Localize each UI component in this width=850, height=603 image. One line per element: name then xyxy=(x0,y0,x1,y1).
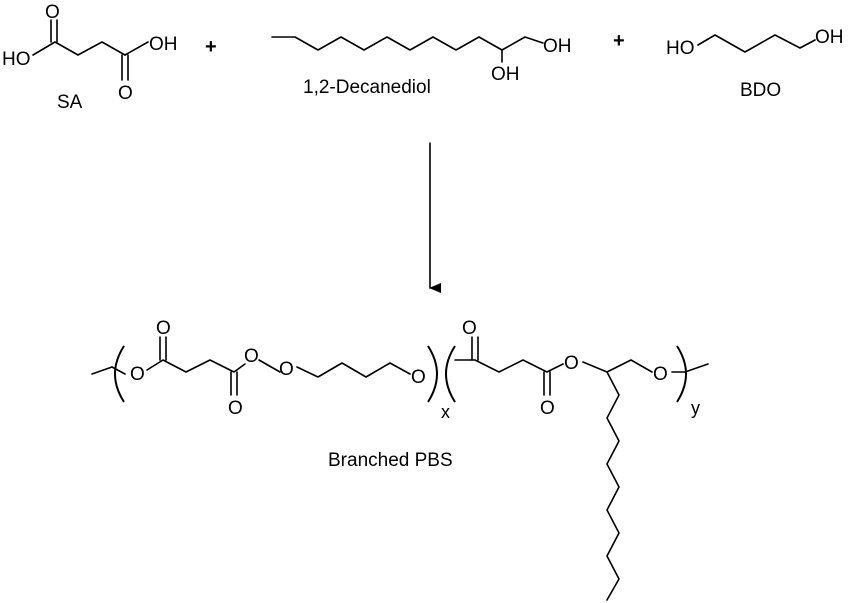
pbs-unit-y-carbonyl-oxygen-1: O xyxy=(462,318,477,339)
pbs-bracket-x-close xyxy=(427,345,438,403)
pbs-right-end-bond xyxy=(671,363,709,373)
pbs-unit-x-oxygen-4: O xyxy=(411,367,426,388)
pbs-left-end-bond xyxy=(91,366,113,375)
plus-sign-1: + xyxy=(205,36,217,58)
sa-hydroxyl-right: OH xyxy=(149,34,178,55)
product-label: Branched PBS xyxy=(328,450,453,471)
pbs-unit-y-oxygen-1: O xyxy=(564,353,579,374)
sa-hydroxyl-left: HO xyxy=(2,49,31,70)
pbs-octyl-side-chain xyxy=(606,371,620,601)
pbs-unit-x-carbonyl-2 xyxy=(230,371,238,396)
plus-sign-2: + xyxy=(613,30,625,52)
pbs-bracket-x-open xyxy=(114,345,125,403)
pbs-bracket-y-close xyxy=(676,345,687,403)
pbs-unit-y-carbonyl-2 xyxy=(543,371,551,396)
decanediol-label: 1,2-Decanediol xyxy=(303,77,431,98)
sa-label: SA xyxy=(57,92,83,113)
sa-carbonyl-bottom xyxy=(121,54,129,81)
pbs-repeat-y-label: y xyxy=(691,398,700,418)
pbs-unit-y-carbonyl-oxygen-2: O xyxy=(540,398,555,419)
sa-carbonyl-top xyxy=(50,19,58,43)
pbs-unit-x-carbonyl-oxygen-2: O xyxy=(228,398,243,419)
pbs-unit-y-backbone-a xyxy=(454,359,564,373)
pbs-unit-x-carbonyl-oxygen-1: O xyxy=(156,318,171,339)
pbs-unit-x-oxygen-1: O xyxy=(130,364,145,385)
succinic-acid-structure: O HO OH O SA xyxy=(2,2,178,113)
pbs-unit-y-oxygen-2: O xyxy=(653,364,668,385)
bdo-hydroxyl-right: OH xyxy=(815,27,844,48)
decanediol-secondary-hydroxyl: OH xyxy=(491,64,520,85)
pbs-repeat-x-label: x xyxy=(441,402,450,422)
bdo-chain xyxy=(697,34,816,53)
decanediol-structure: OH OH 1,2-Decanediol xyxy=(271,36,572,98)
decanediol-chain xyxy=(271,36,544,51)
branched-pbs-structure: O O O O O O x O O O O y Branched PBS xyxy=(91,318,709,601)
sa-hydroxyl-bond xyxy=(124,41,149,56)
bdo-label: BDO xyxy=(740,80,781,101)
bdo-hydroxyl-left: HO xyxy=(666,38,695,59)
pbs-unit-x-backbone-b xyxy=(146,359,246,373)
sa-oxygen-bottom: O xyxy=(118,83,133,104)
pbs-unit-x-backbone-c xyxy=(258,359,281,373)
pbs-unit-x-backbone-d xyxy=(296,362,411,378)
pbs-unit-y-carbonyl-1 xyxy=(471,336,479,361)
pbs-unit-x-oxygen-3: O xyxy=(279,359,294,380)
pbs-unit-x-carbonyl-1 xyxy=(159,336,167,361)
sa-backbone xyxy=(32,41,126,56)
pbs-unit-x-oxygen-2: O xyxy=(244,346,259,367)
pbs-bracket-y-open xyxy=(445,345,456,403)
pbs-unit-x-backbone-a xyxy=(111,366,126,375)
sa-oxygen-top: O xyxy=(45,2,60,23)
decanediol-terminal-hydroxyl: OH xyxy=(543,36,572,57)
pbs-unit-y-backbone-b xyxy=(582,359,653,373)
butanediol-structure: HO OH BDO xyxy=(666,27,844,101)
